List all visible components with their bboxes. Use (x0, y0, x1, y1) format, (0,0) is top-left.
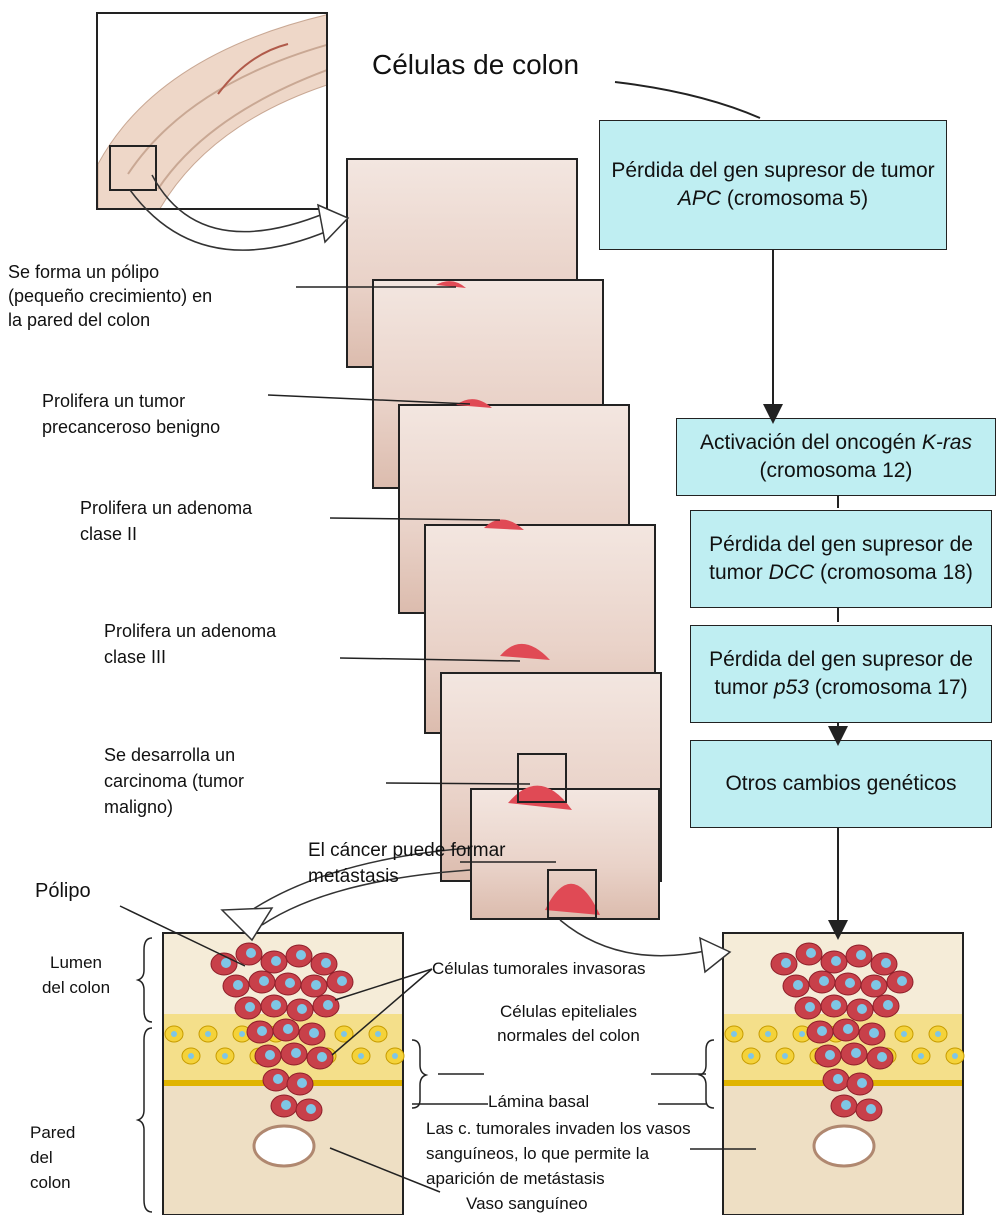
step-box-dcc: Pérdida del gen supresor de tumor DCC (c… (690, 510, 992, 608)
label-invaden: Las c. tumorales invaden los vasos sangu… (426, 1116, 716, 1191)
step-box-apc: Pérdida del gen supresor de tumor APC (c… (599, 120, 947, 250)
stage-label-adenoma-ii: Prolifera un adenoma clase II (80, 495, 255, 547)
label-epiteliales: Células epiteliales normales del colon (476, 1000, 661, 1048)
step-box-p53: Pérdida del gen supresor de tumor p53 (c… (690, 625, 992, 723)
label-polipo: Pólipo (35, 880, 91, 903)
stage-label-polipo: Se forma un pólipo (pequeño crecimiento)… (8, 260, 223, 332)
label-invasoras: Células tumorales invasoras (432, 957, 646, 980)
stage-label-adenoma-iii: Prolifera un adenoma clase III (104, 618, 294, 670)
diagram-title: Células de colon (372, 48, 579, 82)
step-box-kras: Activación del oncogén K-ras (cromosoma … (676, 418, 996, 496)
cross-section-right (722, 932, 964, 1215)
label-lamina: Lámina basal (488, 1090, 589, 1113)
label-lumen: Lumen del colon (40, 950, 112, 1000)
colon-illustration (96, 12, 328, 210)
label-pared: Pared del colon (30, 1120, 85, 1195)
label-vaso: Vaso sanguíneo (466, 1192, 588, 1215)
stage-label-benigno: Prolifera un tumor precanceroso benigno (42, 388, 262, 440)
cross-section-left (162, 932, 404, 1215)
stage-label-carcinoma: Se desarrolla un carcinoma (tumor malign… (104, 742, 304, 820)
step-box-otros: Otros cambios genéticos (690, 740, 992, 828)
stage-label-metastasis: El cáncer puede formar metástasis (308, 838, 508, 890)
